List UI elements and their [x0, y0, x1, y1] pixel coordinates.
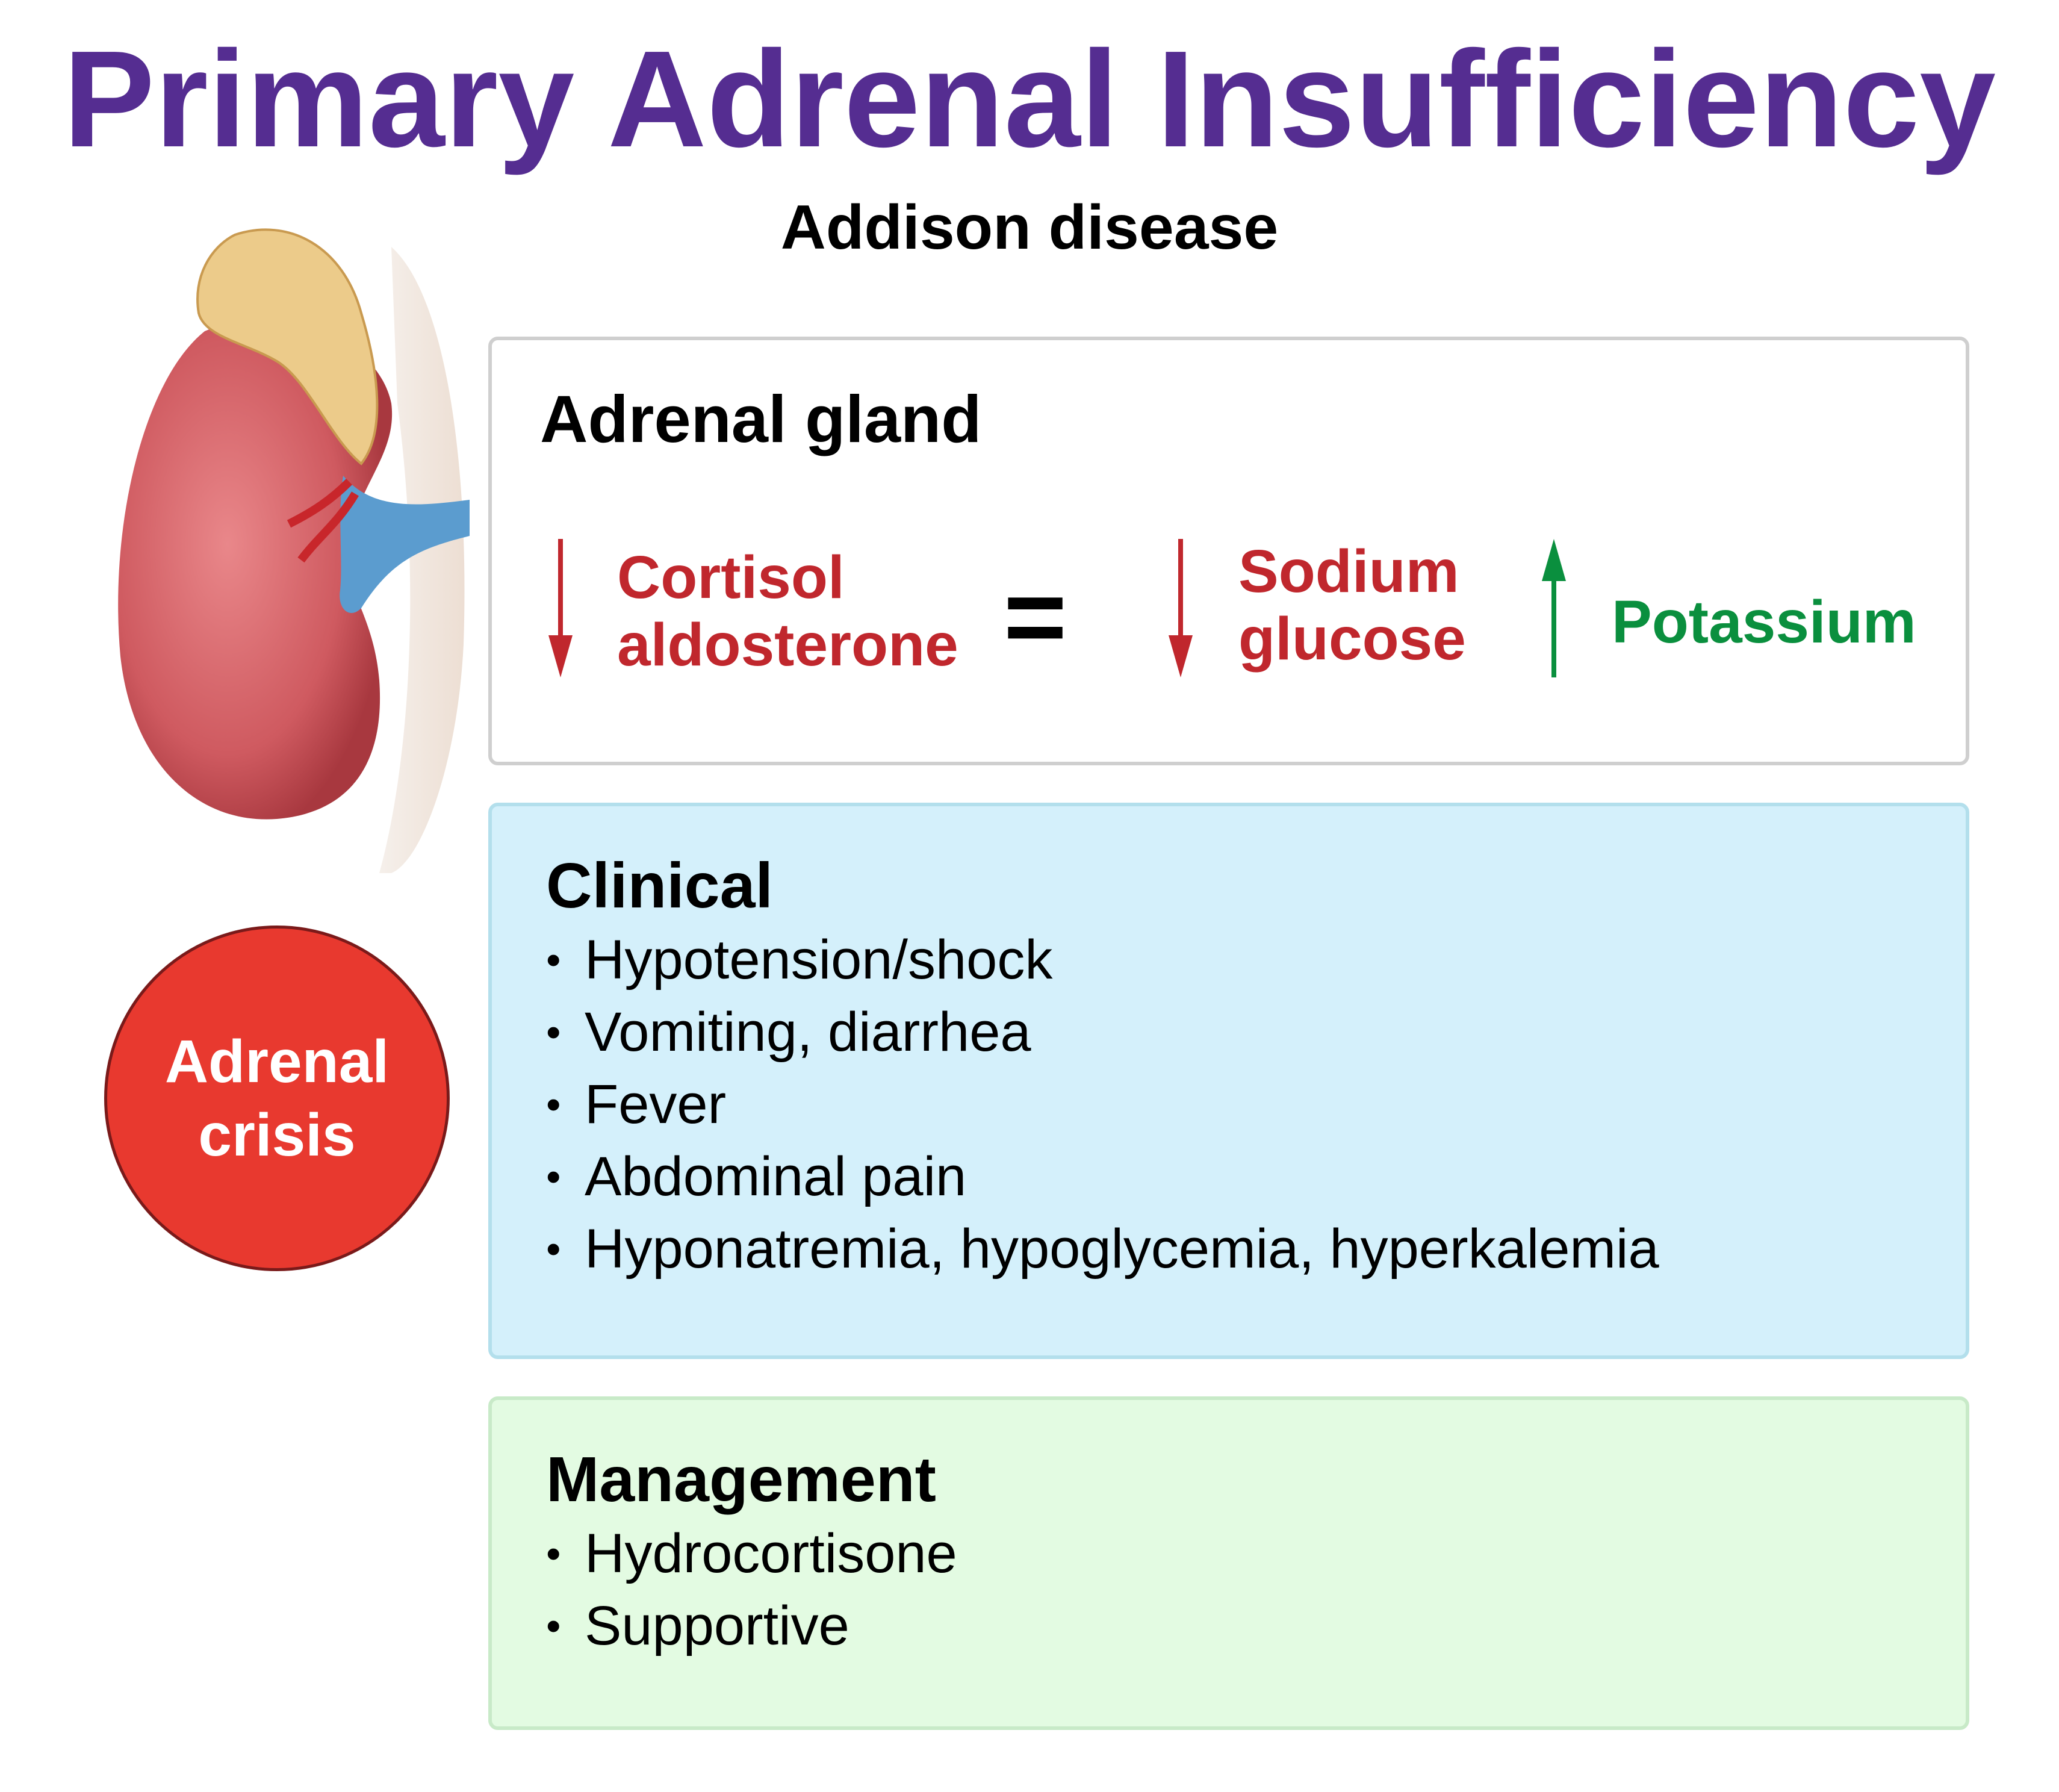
management-list: Hydrocortisone Supportive [546, 1517, 957, 1662]
clinical-panel: Clinical Hypotension/shock Vomiting, dia… [488, 803, 1969, 1359]
adrenal-gland-heading: Adrenal gland [540, 382, 982, 456]
list-item: Supportive [546, 1590, 957, 1662]
clinical-heading: Clinical [546, 850, 774, 921]
cortisol-label: Cortisol [617, 544, 845, 611]
kidney-adrenal-illustration [118, 228, 470, 873]
list-item: Hyponatremia, hypoglycemia, hyperkalemia [546, 1213, 1659, 1285]
aldosterone-label: aldosterone [617, 611, 958, 679]
crisis-line-2: crisis [198, 1101, 356, 1169]
management-heading: Management [546, 1444, 936, 1515]
list-item: Hydrocortisone [546, 1517, 957, 1590]
sodium-label: Sodium [1238, 538, 1459, 605]
clinical-list: Hypotension/shock Vomiting, diarrhea Fev… [546, 924, 1659, 1285]
potassium-label: Potassium [1612, 588, 1916, 656]
crisis-line-1: Adrenal [164, 1028, 390, 1095]
adrenal-gland-panel: Adrenal gland Cortisol aldosterone = Sod… [488, 337, 1969, 765]
glucose-label: glucose [1238, 605, 1466, 673]
management-panel: Management Hydrocortisone Supportive [488, 1396, 1969, 1730]
page-subtitle: Addison disease [780, 193, 1279, 263]
list-item: Vomiting, diarrhea [546, 996, 1659, 1068]
increase-arrow-icon [1542, 539, 1566, 677]
page-title: Primary Adrenal Insufficiency [63, 23, 1996, 176]
equals-sign: = [1004, 556, 1067, 677]
list-item: Fever [546, 1068, 1659, 1140]
list-item: Abdominal pain [546, 1140, 1659, 1213]
decrease-arrow-icon [548, 539, 573, 677]
list-item: Hypotension/shock [546, 924, 1659, 996]
decrease-arrow-icon [1169, 539, 1193, 677]
